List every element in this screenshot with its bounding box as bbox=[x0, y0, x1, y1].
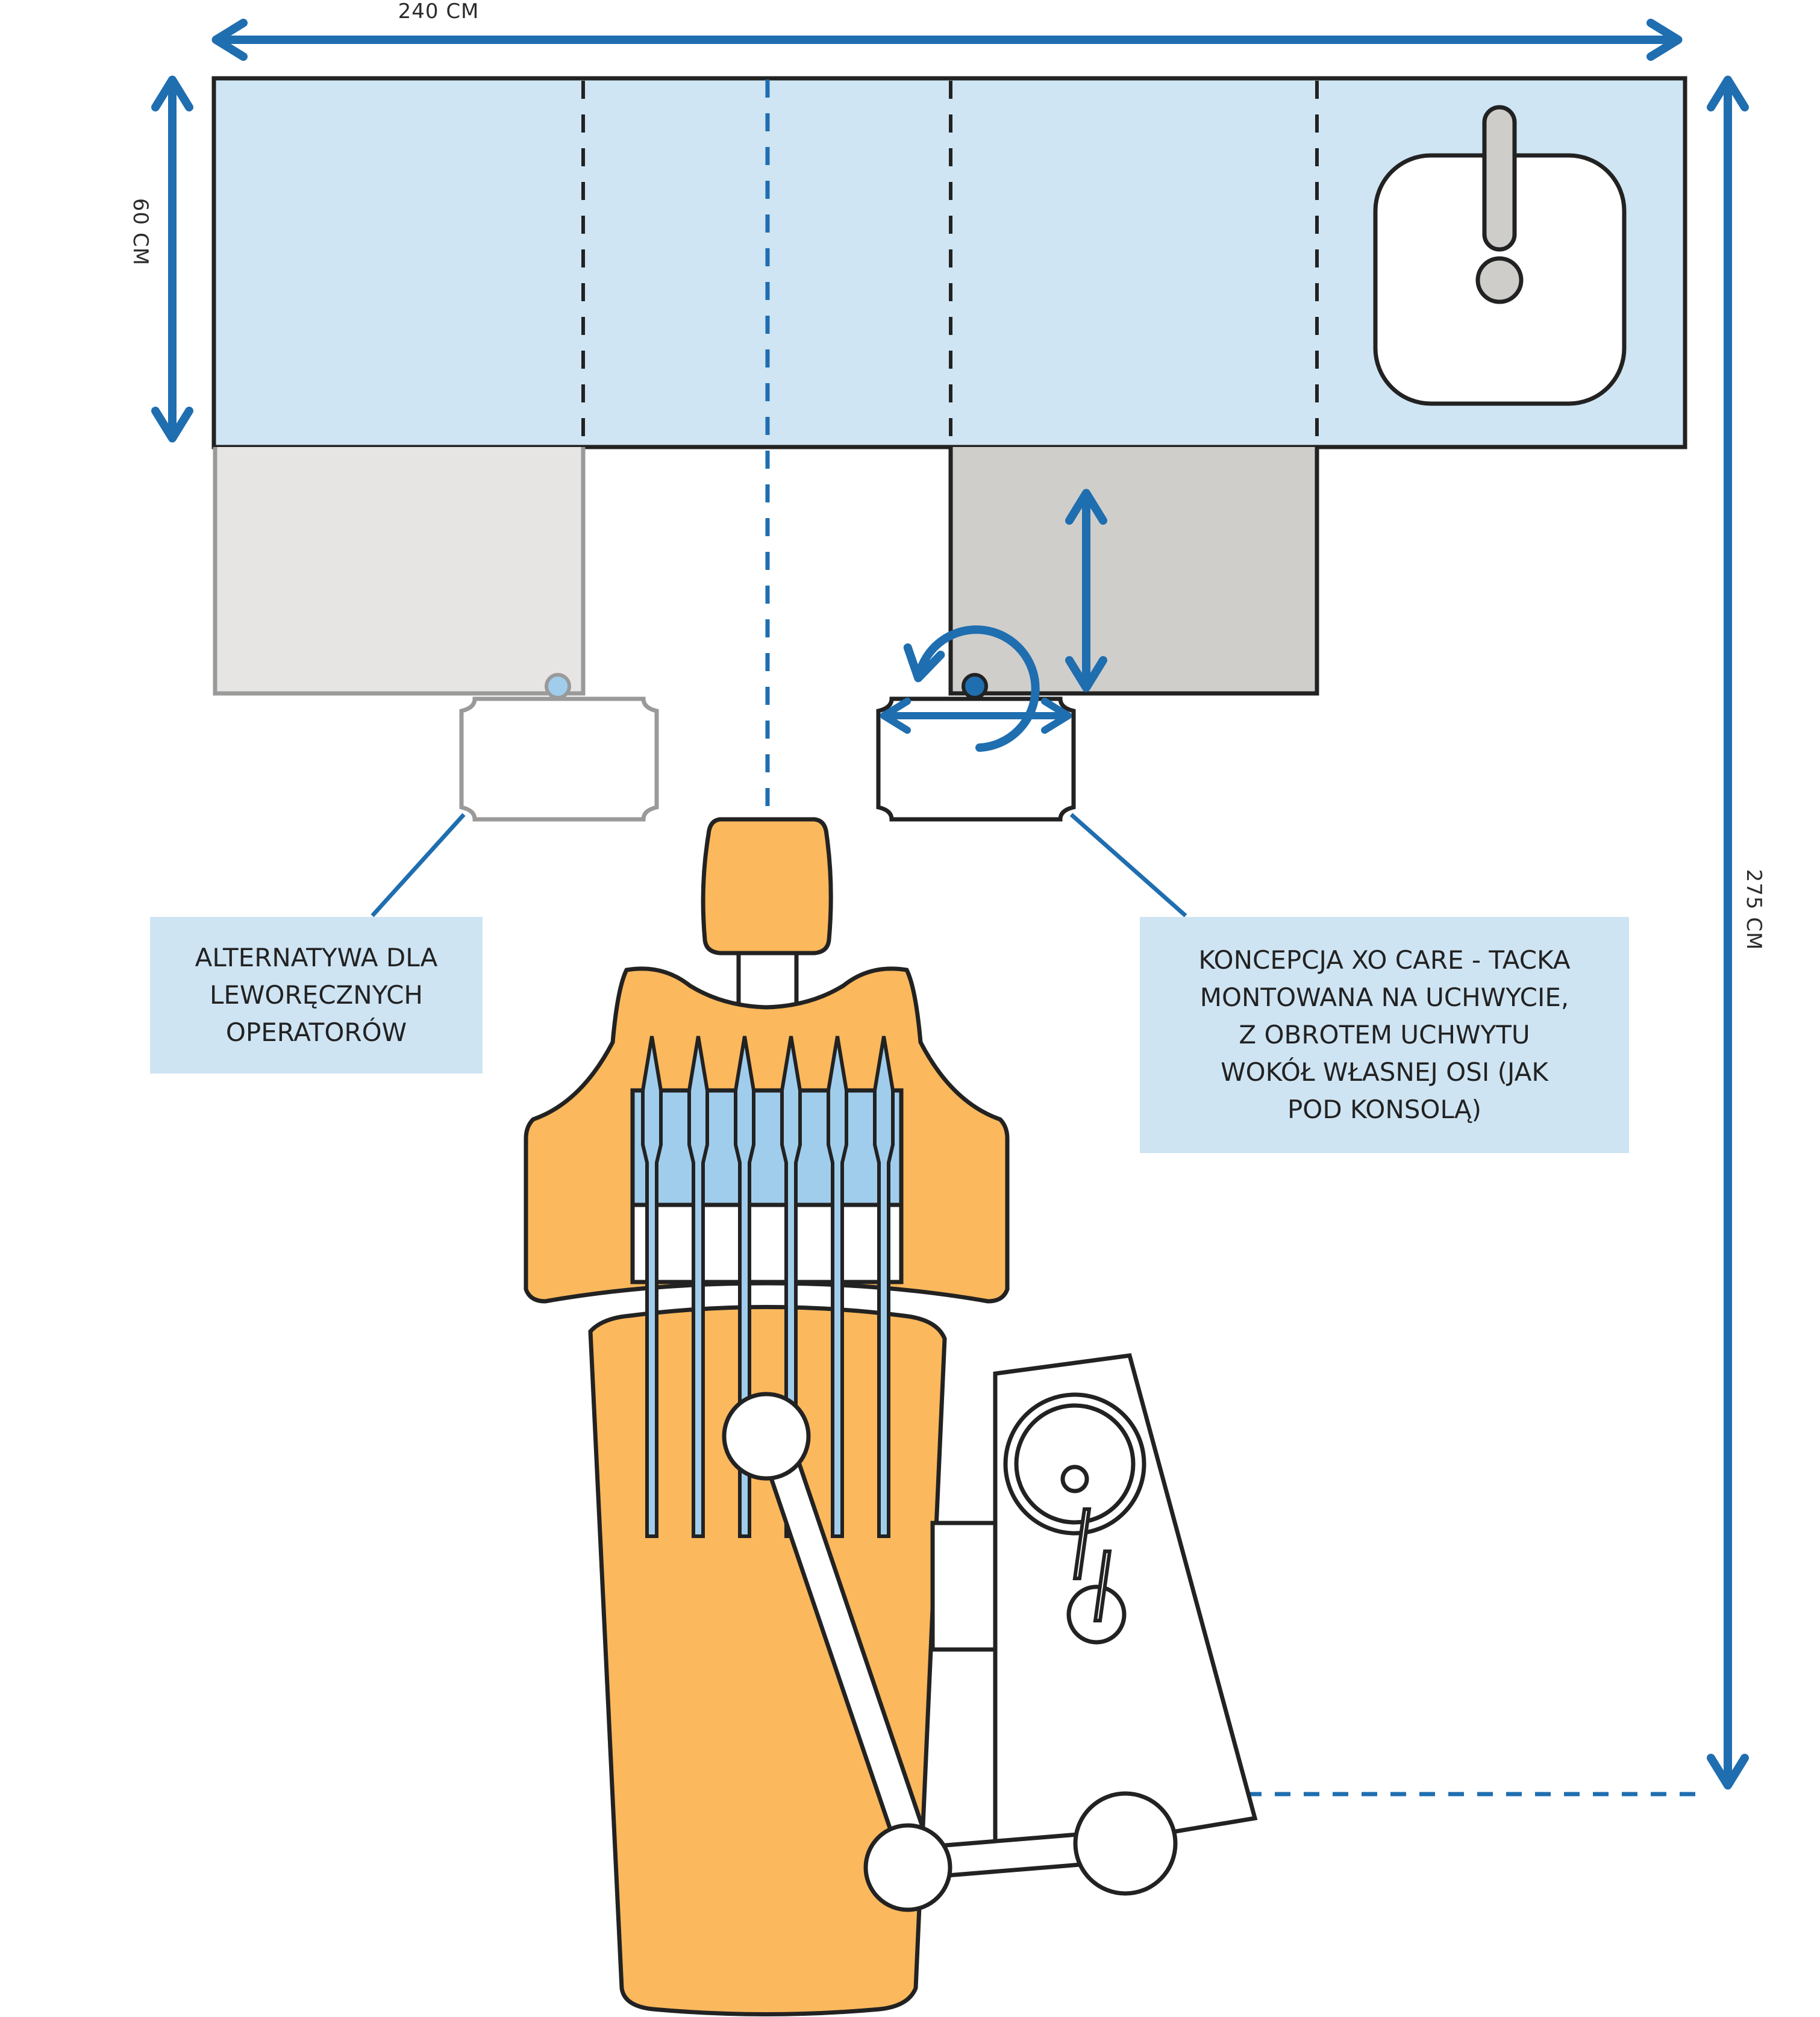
left-cabinet-alternative bbox=[213, 447, 586, 696]
water-spout bbox=[1072, 1507, 1092, 1580]
headrest bbox=[701, 817, 833, 955]
depth-label: 60 CM bbox=[128, 198, 152, 266]
spittoon-bowl-inner bbox=[1014, 1403, 1136, 1525]
left-tray-alternative bbox=[459, 673, 659, 822]
dental-chair bbox=[524, 817, 1010, 2016]
arm-joint-right bbox=[1073, 1791, 1178, 1896]
width-label: 240 CM bbox=[398, 0, 480, 23]
rotation-arrow bbox=[903, 625, 1040, 752]
instrument bbox=[827, 1036, 848, 1538]
instrument bbox=[687, 1036, 709, 1538]
room-length-label: 275 CM bbox=[1742, 869, 1766, 951]
faucet-spout bbox=[1482, 105, 1517, 252]
width-dimension: 240 CM bbox=[211, 0, 1683, 61]
drain bbox=[1475, 256, 1524, 304]
right-tray-xo-care bbox=[876, 625, 1076, 822]
unit-connector bbox=[930, 1521, 998, 1652]
arm-joint-top bbox=[722, 1392, 811, 1481]
articulated-arm bbox=[722, 1392, 1178, 1912]
xo-care-callout-text: KONCEPCJA XO CARE - TACKA MONTOWANA NA U… bbox=[1198, 945, 1571, 1124]
instrument-holder-white bbox=[630, 1202, 904, 1284]
instrument-holder-blue bbox=[630, 1088, 904, 1207]
instrument bbox=[641, 1036, 663, 1538]
instrument bbox=[873, 1036, 895, 1538]
left-tray-pivot bbox=[545, 673, 571, 699]
left-handed-callout: ALTERNATYWA DLA LEWORĘCZNYCH OPERATORÓW bbox=[150, 917, 483, 1074]
xo-care-callout: KONCEPCJA XO CARE - TACKA MONTOWANA NA U… bbox=[1140, 917, 1629, 1153]
right-tray-pivot bbox=[962, 673, 988, 699]
room-length-dimension: 275 CM bbox=[1212, 75, 1777, 1798]
arm-joint-bottom bbox=[863, 1823, 952, 1912]
cup-filler bbox=[1093, 1549, 1112, 1622]
assistant-unit bbox=[930, 1353, 1258, 1865]
depth-dimension: 60 CM bbox=[128, 75, 193, 443]
sink bbox=[1373, 105, 1627, 406]
left-handed-callout-text: ALTERNATYWA DLA LEWORĘCZNYCH OPERATORÓW bbox=[195, 943, 438, 1047]
left-callout-leader bbox=[371, 813, 466, 918]
spittoon-drain bbox=[1060, 1465, 1089, 1493]
right-cabinet bbox=[948, 447, 1319, 696]
chair-seat bbox=[588, 1305, 947, 2016]
right-callout-leader bbox=[1069, 813, 1187, 918]
